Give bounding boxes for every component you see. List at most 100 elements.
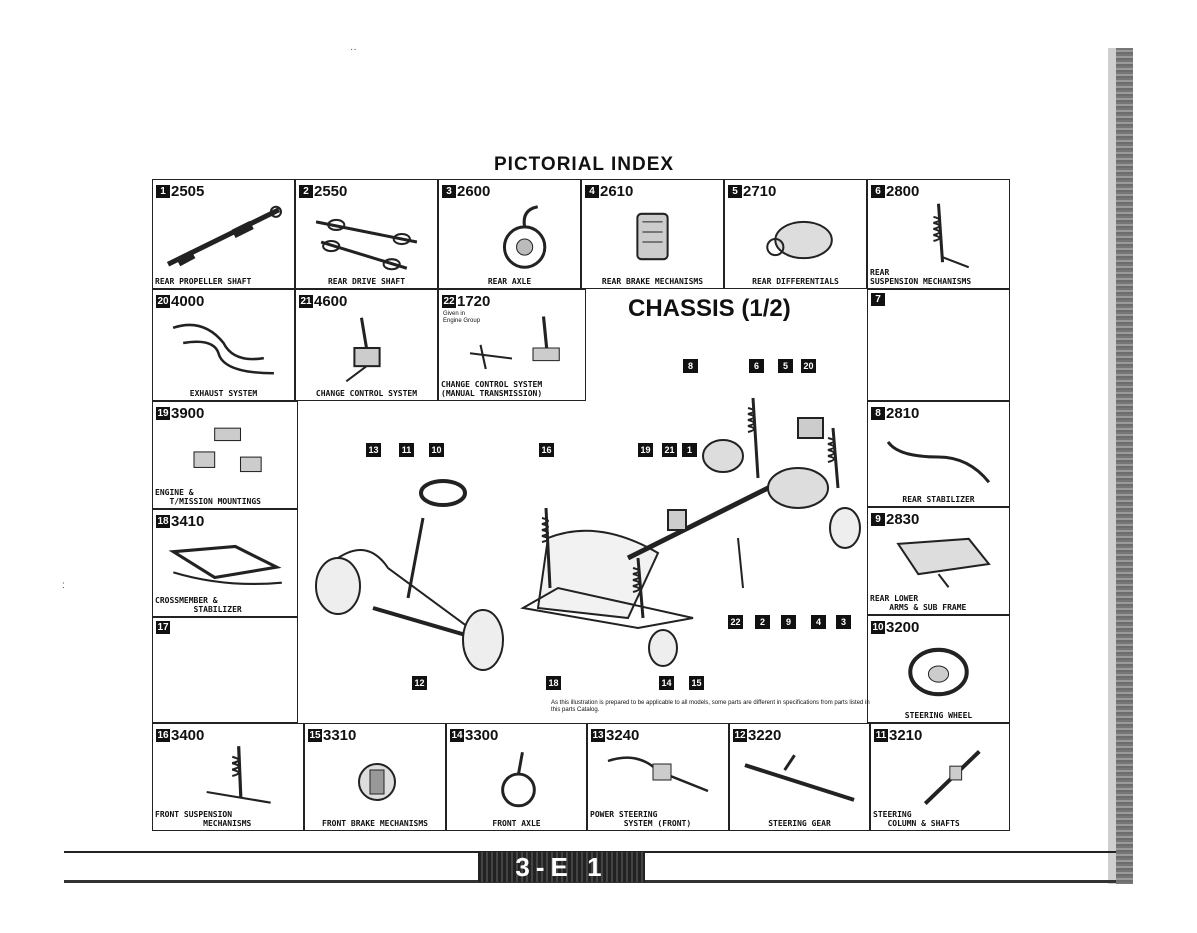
item-number: 14 [450,729,464,742]
callout-label: 11 [399,443,414,457]
callout-label: 3 [836,615,851,629]
scan-speck: ·· [350,44,357,55]
callout-label: 21 [662,443,677,457]
part-code: 3240 [606,727,640,744]
item-caption: REAR STABILIZER [902,495,975,504]
item-number: 15 [308,729,322,742]
item-caption: EXHAUST SYSTEM [189,389,258,398]
index-cell-17[interactable]: 17 [152,617,298,723]
item-caption: REAR LOWER ARMS & SUB FRAME [870,594,967,612]
part-code: 2505 [171,183,205,200]
item-number: 3 [442,185,456,198]
item-caption: REAR PROPELLER SHAFT [155,277,252,286]
part-code: 4000 [171,293,205,310]
callout-label: 10 [429,443,444,457]
index-cell-7[interactable]: 7 [867,289,1010,401]
rear-stabilizer-drawing [878,422,999,492]
power-steering-drawing [598,744,718,808]
differential-drawing [735,200,856,274]
item-caption: REAR AXLE [487,277,532,286]
item-caption: FRONT BRAKE MECHANISMS [322,819,428,828]
callout-label: 4 [811,615,826,629]
item-caption: REAR DIFFERENTIALS [752,277,839,286]
callout-label: 12 [412,676,427,690]
rear-suspension-drawing [878,200,999,274]
callout-label: 2 [755,615,770,629]
crossmember-drawing [163,530,287,594]
page-number: 3-E 1 [478,852,645,882]
item-number: 12 [733,729,747,742]
given-in-note: Given in Engine Group [443,311,481,324]
item-number: 1 [156,185,170,198]
sub-frame-drawing [878,528,999,590]
mounting-drawing [163,422,287,486]
part-code: 2830 [886,511,920,528]
propeller-shaft-drawing [163,200,284,274]
drive-shaft-drawing [306,200,427,274]
item-caption: REAR BRAKE MECHANISMS [601,277,704,286]
callout-label: 1 [682,443,697,457]
manual-change-control-drawing [449,310,575,386]
callout-label: 15 [689,676,704,690]
section-title: CHASSIS (1/2) [628,295,791,322]
item-number: 22 [442,295,456,308]
item-number: 5 [728,185,742,198]
part-code: 2550 [314,183,348,200]
part-code: 3300 [465,727,499,744]
item-caption: FRONT SUSPENSION MECHANISMS [155,810,252,828]
part-code: 3210 [889,727,923,744]
front-brake-drawing [315,744,435,816]
part-code: 3400 [171,727,205,744]
part-code: 3410 [171,513,205,530]
item-number: 10 [871,621,885,634]
item-caption: REAR SUSPENSION MECHANISMS [870,268,972,286]
page-title: PICTORIAL INDEX [494,154,675,175]
callout-label: 13 [366,443,381,457]
callout-label: 22 [728,615,743,629]
callout-label: 5 [778,359,793,373]
part-code: 1720 [457,293,491,310]
front-suspension-drawing [163,744,293,808]
steering-gear-drawing [740,744,859,816]
item-number: 16 [156,729,170,742]
rear-axle-drawing [449,200,570,274]
item-caption: POWER STEERING SYSTEM (FRONT) [590,810,692,828]
callout-label: 6 [749,359,764,373]
item-number: 4 [585,185,599,198]
item-number: 6 [871,185,885,198]
steering-wheel-drawing [878,636,999,708]
item-caption: REAR DRIVE SHAFT [327,277,406,286]
item-caption: CHANGE CONTROL SYSTEM (MANUAL TRANSMISSI… [441,380,543,398]
callout-label: 20 [801,359,816,373]
item-number: 19 [156,407,170,420]
item-number: 20 [156,295,170,308]
item-caption: STEERING WHEEL [904,711,973,720]
front-axle-drawing [457,744,576,816]
callout-label: 8 [683,359,698,373]
part-code: 3200 [886,619,920,636]
item-number: 11 [874,729,888,742]
item-number: 2 [299,185,313,198]
item-caption: FRONT AXLE [492,819,541,828]
callout-label: 16 [539,443,554,457]
